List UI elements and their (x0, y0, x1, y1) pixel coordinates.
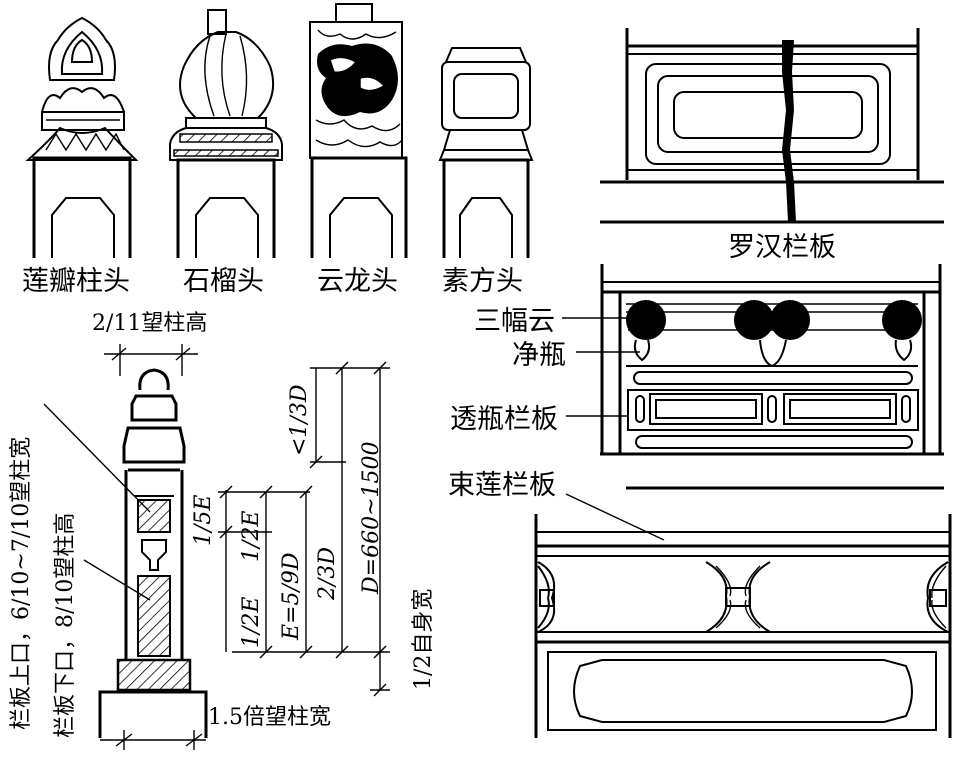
shulian-panel-label: 束莲栏板 (448, 470, 556, 501)
D-range-label: D=660~1500 (359, 442, 384, 596)
lower-opening-leader (83, 559, 151, 601)
base-width-label: 1.5倍望柱宽 (208, 705, 331, 730)
pomegranate-head-label: 石榴头 (183, 266, 264, 297)
upper-opening-label: 栏板上口，6/10~7/10望柱宽 (9, 437, 34, 730)
touping-panel-label: 透瓶栏板 (450, 404, 558, 435)
cloud-dragon-post-head (309, 3, 408, 258)
luohan-panel-drawing (600, 28, 944, 224)
half-self-width-label: 1/2自身宽 (411, 589, 436, 690)
touping-panel-drawing (600, 264, 944, 490)
E-value-label: E=5/9D (279, 552, 304, 641)
lotus-bundle-middle (705, 561, 771, 633)
luohan-panel-label: 罗汉栏板 (728, 232, 836, 263)
upper-opening-leader (43, 403, 151, 513)
shulian-panel-drawing (534, 514, 952, 738)
lower-opening-label: 栏板下口，8/10望柱高 (53, 513, 78, 738)
plain-square-head-label: 素方头 (442, 266, 523, 297)
one-third-D-label: <1/3D (287, 384, 312, 456)
lotus-petal-head-label: 莲瓣柱头 (22, 266, 130, 297)
one-fifth-E-label: 1/5E (191, 495, 216, 546)
lotus-bundle-left (537, 561, 556, 633)
jingping-callout-label: 净瓶 (512, 340, 566, 371)
two-thirds-D-label: 2/3D (315, 547, 340, 601)
top-width-dim-label: 2/11望柱高 (92, 311, 207, 336)
dimension-chain (218, 361, 390, 697)
half-E-lower-label: 1/2E (239, 597, 264, 648)
baluster-post-elevation (98, 368, 208, 738)
base-width-dimension (100, 730, 206, 750)
top-width-dimension (104, 344, 198, 376)
plain-square-post-head (438, 47, 534, 258)
pomegranate-post-head (169, 9, 283, 258)
shulian-leader (565, 493, 665, 541)
lotus-petal-post-head (25, 16, 139, 258)
cloud-dragon-head-label: 云龙头 (317, 266, 398, 297)
lotus-bundle-right (926, 561, 949, 633)
half-E-upper-label: 1/2E (239, 511, 264, 562)
sanfuyun-callout-label: 三幅云 (474, 306, 555, 337)
